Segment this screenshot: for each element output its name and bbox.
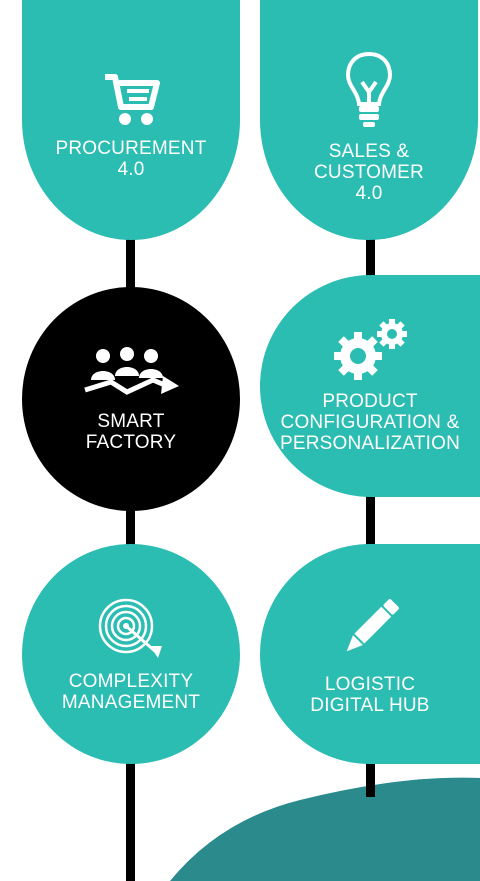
node-procurement: PROCUREMENT 4.0: [22, 0, 240, 240]
node-procurement-line-1: PROCUREMENT: [55, 137, 207, 159]
lightbulb-icon: [344, 50, 394, 135]
node-product-configuration: PRODUCT CONFIGURATION & PERSONALIZATION: [260, 275, 480, 497]
target-icon: [96, 596, 166, 665]
connector-right-3: [366, 762, 375, 797]
gears-icon: [330, 318, 410, 385]
node-sales-customer: SALES & CUSTOMER 4.0: [260, 0, 478, 240]
node-product-line-2: CONFIGURATION &: [280, 412, 460, 433]
connector-left-1: [126, 232, 135, 292]
node-procurement-line-2: 4.0: [117, 158, 145, 180]
node-product-line-1: PRODUCT: [322, 391, 418, 412]
node-smart-factory: SMART FACTORY: [22, 287, 240, 511]
node-logistic-line-2: DIGITAL HUB: [310, 694, 430, 716]
node-sales-line-2: CUSTOMER: [314, 162, 424, 183]
connector-left-2: [126, 500, 135, 550]
node-smart-factory-line-1: SMART: [97, 410, 165, 432]
team-growth-icon: [81, 346, 181, 405]
connector-right-1: [366, 230, 375, 292]
node-complexity-line-2: MANAGEMENT: [61, 691, 201, 713]
shopping-cart-icon: [101, 71, 161, 132]
node-sales-line-3: 4.0: [355, 183, 383, 204]
node-logistic-digital-hub: LOGISTIC DIGITAL HUB: [260, 544, 480, 764]
node-smart-factory-line-2: FACTORY: [85, 431, 177, 453]
node-complexity-line-1: COMPLEXITY: [68, 670, 194, 692]
node-complexity-management: COMPLEXITY MANAGEMENT: [22, 544, 240, 764]
node-sales-line-1: SALES &: [328, 141, 410, 162]
connector-right-2: [366, 490, 375, 550]
pencil-icon: [335, 593, 405, 668]
connector-left-3: [126, 758, 135, 881]
node-logistic-line-1: LOGISTIC: [324, 673, 416, 695]
node-product-line-3: PERSONALIZATION: [279, 433, 460, 454]
